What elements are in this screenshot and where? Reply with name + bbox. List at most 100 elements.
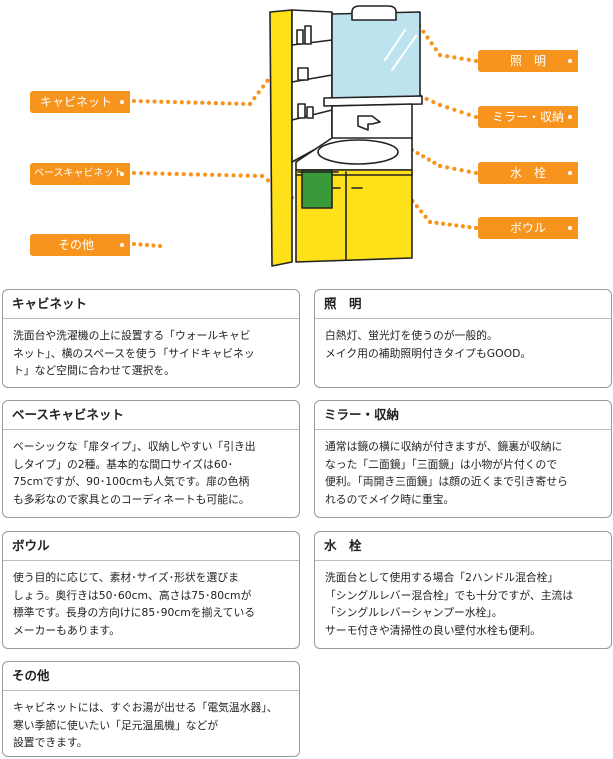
leader-dot (441, 221, 446, 226)
leader-dot (131, 98, 137, 104)
leader-dot (206, 100, 212, 106)
label-mirror: ミラー・収納 (478, 106, 578, 128)
leader-dot (186, 100, 191, 105)
leader-dot (260, 84, 266, 89)
leader-dot (419, 209, 424, 214)
card-title: ミラー・収納 (315, 401, 611, 430)
card-cabinet: キャビネット 洗面台や洗濯機の上に設置する「ウォールキャビ ネット」、横のスペー… (2, 289, 300, 388)
leader-dot (466, 112, 471, 117)
leader-dot (195, 172, 201, 177)
leader-dot (452, 55, 457, 60)
vanity-illustration (131, 5, 479, 267)
leader-dot (172, 99, 178, 105)
label-lighting: 照 明 (478, 50, 578, 72)
card-lighting: 照 明 白熱灯、蛍光灯を使うのが一般的。 メイク用の補助照明付きタイプもGOOD… (314, 289, 612, 388)
card-text: キャビネットには、すぐお湯が出せる「電気温水器」、 寒い季節に使いたい「足元温風… (13, 701, 278, 749)
bottle (297, 67, 309, 81)
card-text: 使う目的に応じて、素材･サイズ･形状を選びま しょう。奥行きは50･60cm、高… (13, 571, 256, 637)
card-text: 洗面台として使用する場合「2ハンドル混合栓」 「シングルレバー混合栓」でも十分で… (325, 571, 574, 637)
card-text: 通常は鏡の横に収納が付きますが、鏡裏が収納に なった「二面鏡」「三面鏡」は小物が… (325, 440, 568, 506)
leader-dot (459, 110, 464, 115)
mirror-cabinet (331, 11, 421, 101)
leader-dot (445, 105, 450, 110)
leader-dot (151, 243, 156, 248)
leader-dot (425, 35, 430, 40)
leader-dot (414, 204, 419, 209)
mirror-shelf (323, 95, 423, 107)
leader-dot (259, 173, 265, 179)
leader-dot (415, 151, 420, 156)
leader-dot (427, 219, 433, 225)
leader-dot (421, 154, 426, 159)
leader-dot (166, 99, 171, 104)
leader-dot (245, 173, 250, 178)
leader-dot (144, 242, 150, 248)
towel (301, 169, 333, 209)
leader-dot (452, 166, 457, 171)
label-cabinet: キャビネット (30, 91, 130, 113)
leader-dot (426, 157, 431, 162)
label-text: ミラー・収納 (491, 110, 564, 124)
leader-dot (437, 163, 443, 169)
leader-dot (159, 99, 164, 104)
leader-mirror (417, 93, 479, 120)
leader-dot (238, 173, 243, 178)
leader-dot (473, 114, 479, 120)
card-title: ベースキャビネット (3, 401, 299, 430)
leader-dot (139, 171, 144, 176)
leader-dot (131, 241, 137, 247)
card-title: 照 明 (315, 290, 611, 319)
leader-dot (466, 57, 471, 62)
leader-dot (466, 169, 471, 174)
leader-dot (231, 173, 236, 178)
leader-dot (217, 172, 222, 178)
leader-dot (252, 173, 257, 178)
leader-dot (429, 41, 434, 46)
bottle (306, 106, 314, 119)
leader-dot (460, 224, 465, 229)
bottle (297, 103, 306, 119)
label-faucet: 水 栓 (478, 162, 578, 184)
label-bowl: ボウル (478, 217, 578, 239)
leader-dot (423, 214, 428, 219)
label-text: ベースキャビネット (34, 168, 124, 179)
leader-dot (473, 170, 479, 176)
leader-dot (145, 99, 150, 104)
leader-dot (433, 47, 438, 52)
leader-dot (459, 56, 464, 61)
side-cabinet (269, 9, 293, 267)
bottle (296, 29, 304, 45)
leader-dot (473, 58, 479, 64)
leader-dot (174, 171, 179, 177)
card-text: ベーシックな「扉タイプ」、収納しやすい「引き出 しタイプ」の2種。基本的な間口サ… (13, 440, 256, 506)
card-mirror: ミラー・収納 通常は鏡の横に収納が付きますが、鏡裏が収納に なった「二面鏡」「三… (314, 400, 612, 518)
faucet (357, 115, 381, 131)
vanity-unit (269, 5, 423, 267)
leader-dot (447, 222, 452, 227)
leader-dot (241, 101, 246, 106)
card-title: ボウル (3, 532, 299, 561)
label-base-cabinet: ベースキャビネット (30, 163, 130, 185)
card-faucet: 水 栓 洗面台として使用する場合「2ハンドル混合栓」 「シングルレバー混合栓」で… (314, 531, 612, 649)
leader-dot (445, 165, 450, 170)
leader-dot (200, 100, 205, 105)
leader-dot (473, 225, 479, 231)
leader-dot (220, 101, 225, 106)
leader-dot (203, 172, 208, 177)
label-text: 水 栓 (509, 166, 546, 180)
leader-dot (234, 101, 239, 106)
leader-dot (213, 101, 218, 106)
card-text: 洗面台や洗濯機の上に設置する「ウォールキャビ ネット」、横のスペースを使う「サイ… (13, 329, 255, 377)
leader-dot (160, 171, 165, 176)
leader-dot (431, 99, 436, 105)
leader-dot (256, 90, 261, 95)
card-title: 水 栓 (315, 532, 611, 561)
leader-dot (131, 170, 137, 176)
leader-dot (210, 172, 215, 177)
leader-dot (167, 171, 172, 176)
leader-dot (247, 101, 253, 107)
leader-dot (252, 96, 257, 101)
leader-dot (146, 171, 151, 176)
leader-dot (445, 54, 450, 59)
leader-dot (421, 29, 426, 34)
